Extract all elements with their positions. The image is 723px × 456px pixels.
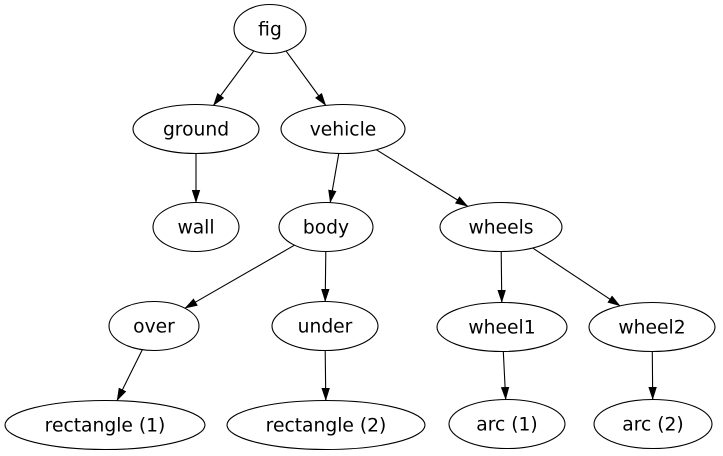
edge-under-rectangle2 — [321, 350, 330, 401]
node-over: over — [108, 300, 200, 352]
node-fig-ellipse — [233, 3, 307, 55]
node-rectangle1: rectangle (1) — [4, 399, 206, 451]
node-body: body — [278, 201, 374, 253]
node-arc1-ellipse — [448, 398, 566, 450]
node-ground-ellipse — [132, 103, 260, 155]
node-wheel1-label: wheel1 — [468, 318, 535, 339]
node-vehicle: vehicle — [280, 103, 406, 155]
edge-wheels-wheel1 — [497, 251, 506, 303]
node-rectangle1-label: rectangle (1) — [45, 416, 166, 437]
node-under-label: under — [298, 317, 353, 338]
edge-wheels-wheel2 — [532, 247, 621, 307]
node-rectangle2-label: rectangle (2) — [266, 416, 387, 437]
node-wheel2: wheel2 — [588, 301, 716, 353]
node-wall-label: wall — [177, 218, 214, 239]
node-wall-ellipse — [152, 201, 240, 253]
node-under: under — [271, 300, 379, 352]
node-arc2: arc (2) — [593, 398, 713, 450]
edge-fig-vehicle — [285, 50, 327, 106]
node-wheel2-label: wheel2 — [618, 318, 685, 339]
edges-layer — [116, 50, 657, 402]
edge-vehicle-body — [328, 153, 340, 204]
node-rectangle2: rectangle (2) — [226, 399, 426, 451]
nodes-layer: fig ground vehicle wall body wheels over under w… — [4, 3, 716, 451]
node-over-ellipse — [108, 300, 200, 352]
node-over-label: over — [133, 317, 175, 338]
node-wheel1: wheel1 — [436, 301, 568, 353]
edge-vehicle-wheels — [376, 149, 469, 207]
edge-body-under — [321, 251, 330, 302]
edge-over-rectangle1 — [116, 349, 143, 402]
edge-wheel1-arc1 — [500, 351, 510, 400]
node-arc1: arc (1) — [448, 398, 566, 450]
node-arc1-label: arc (1) — [476, 415, 537, 436]
node-wheels-ellipse — [439, 201, 563, 253]
node-body-ellipse — [278, 201, 374, 253]
node-arc2-label: arc (2) — [622, 415, 683, 436]
node-wheel1-ellipse — [436, 301, 568, 353]
node-rectangle2-ellipse — [226, 399, 426, 451]
edge-body-over — [184, 244, 295, 309]
node-fig: fig — [233, 3, 307, 55]
node-fig-label: fig — [258, 20, 282, 41]
edge-fig-ground — [212, 50, 255, 106]
node-arc2-ellipse — [593, 398, 713, 450]
node-wheel2-ellipse — [588, 301, 716, 353]
node-rectangle1-ellipse — [4, 399, 206, 451]
node-ground: ground — [132, 103, 260, 155]
node-wheels-label: wheels — [468, 218, 533, 239]
node-wheels: wheels — [439, 201, 563, 253]
node-wall: wall — [152, 201, 240, 253]
node-vehicle-label: vehicle — [310, 120, 377, 141]
node-under-ellipse — [271, 300, 379, 352]
node-vehicle-ellipse — [280, 103, 406, 155]
node-body-label: body — [303, 218, 349, 239]
node-ground-label: ground — [163, 120, 229, 141]
